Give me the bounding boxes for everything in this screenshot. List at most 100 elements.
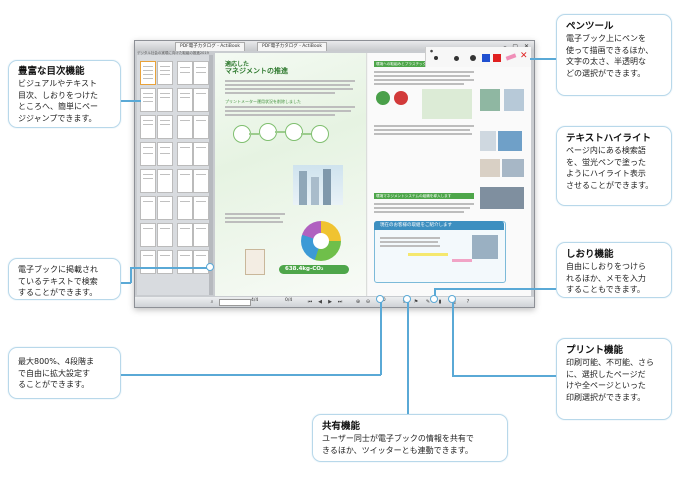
pen-tool-palette[interactable]: ● ✕ <box>425 47 531 67</box>
search-icon[interactable]: ⌕ <box>210 299 214 305</box>
zoom-out-icon[interactable]: ⊖ <box>365 299 371 305</box>
search-input[interactable] <box>219 299 251 306</box>
thumbnail[interactable] <box>140 142 156 166</box>
page-count: 0/4 <box>285 298 293 303</box>
thumbnail[interactable] <box>140 196 156 220</box>
thumbnail[interactable] <box>177 250 193 274</box>
thumbnail[interactable] <box>193 142 209 166</box>
pen-color-red[interactable] <box>493 54 501 62</box>
callout-toc: 豊富な目次機能 ビジュアルやテキスト目次、しおりをつけたところへ、簡単にページジ… <box>8 60 121 128</box>
eraser-icon[interactable] <box>505 53 517 61</box>
pen-size-option[interactable] <box>434 56 438 60</box>
thumbnail[interactable] <box>193 115 209 139</box>
thumbnail[interactable] <box>157 88 173 112</box>
thumbnail[interactable] <box>177 142 193 166</box>
connector <box>121 282 131 284</box>
connector <box>434 288 436 296</box>
connector <box>130 267 132 283</box>
connector <box>130 267 210 269</box>
callout-share: 共有機能 ユーザー同士が電子ブックの情報を共有できるほか、ツイッターとも連動でき… <box>312 414 508 462</box>
breadcrumb: デジタル社会の実現に向けた取組の推進2019 <box>137 51 209 55</box>
bottom-toolbar: ⌕ 4/4 0/4 ⏮ ◀ ▶ ⏭ ⊕ ⊖ 100 ⇪ ⚑ ✎ ▮ ⎙ ? <box>135 297 534 307</box>
pen-color-blue[interactable] <box>482 54 490 62</box>
pen-icon[interactable]: ✎ <box>425 299 431 305</box>
callout-search-body: 電子ブックに掲載されているテキストで検索することができます。 <box>18 265 98 297</box>
connector-dot <box>206 263 214 271</box>
pen-size-option[interactable] <box>454 56 459 61</box>
connector <box>452 300 454 376</box>
callout-zoom-body: 最大800%、4段階まで自由に拡大設定することができます。 <box>18 357 94 389</box>
thumbnail[interactable] <box>193 250 209 274</box>
thumbnail[interactable] <box>157 250 173 274</box>
thumbnail[interactable] <box>193 169 209 193</box>
connector-dot <box>430 295 438 303</box>
co2-stat: 638.4kg-CO₂ <box>285 266 324 272</box>
thumbnail[interactable] <box>157 223 173 247</box>
title-bar: PDF電子カタログ - ActiBook PDF電子カタログ - ActiBoo… <box>135 41 534 51</box>
thumbnail[interactable] <box>140 115 156 139</box>
connector-dot <box>403 295 411 303</box>
tab-2[interactable]: PDF電子カタログ - ActiBook <box>257 42 327 51</box>
thumbnail-panel[interactable] <box>137 55 209 295</box>
left-page-subheading: プリントメーター運用状況を削除しました <box>225 99 301 104</box>
thumbnail[interactable] <box>177 223 193 247</box>
thumbnail[interactable] <box>177 88 193 112</box>
callout-bookmark-body: 自由にしおりをつけられるほか、メモを入力することもできます。 <box>566 262 646 294</box>
callout-pen-title: ペンツール <box>566 21 614 32</box>
window-controls[interactable]: – ▢ ✕ <box>503 42 531 52</box>
right-page: 環境への取組みとプラスチックの削減を目指しています 環境マネジメントシステムの組… <box>368 53 531 296</box>
callout-zoom: 最大800%、4段階まで自由に拡大設定することができます。 <box>8 347 121 399</box>
thumbnail[interactable] <box>177 196 193 220</box>
connector <box>434 288 556 290</box>
zoom-in-icon[interactable]: ⊕ <box>355 299 361 305</box>
thumbnail[interactable] <box>157 142 173 166</box>
ebook-viewer-window: PDF電子カタログ - ActiBook PDF電子カタログ - ActiBoo… <box>134 40 535 308</box>
pen-close-icon[interactable]: ✕ <box>520 51 528 61</box>
connector <box>121 374 381 376</box>
thumbnail[interactable] <box>177 61 193 85</box>
thumbnail[interactable] <box>157 61 173 85</box>
first-page-icon[interactable]: ⏮ <box>307 299 313 305</box>
callout-highlight: テキストハイライト ページ内にある検索語を、蛍光ペンで塗ったようにハイライト表示… <box>556 126 672 206</box>
thumbnail[interactable] <box>157 169 173 193</box>
callout-bookmark-title: しおり機能 <box>566 249 614 260</box>
prev-page-icon[interactable]: ◀ <box>318 299 322 305</box>
highlight-icon[interactable]: ▮ <box>438 299 442 305</box>
callout-highlight-title: テキストハイライト <box>566 133 652 144</box>
right-page-heading: 環境への取組みとプラスチックの削減を目指しています <box>376 62 466 66</box>
right-box-title: 現在のお客様の取組をご紹介します <box>380 223 452 228</box>
thumbnail[interactable] <box>140 169 156 193</box>
callout-print-title: プリント機能 <box>566 345 624 356</box>
thumbnail[interactable] <box>140 88 156 112</box>
tab-1[interactable]: PDF電子カタログ - ActiBook <box>175 42 245 51</box>
connector <box>380 300 382 375</box>
callout-share-title: 共有機能 <box>322 421 361 432</box>
thumbnail[interactable] <box>193 61 209 85</box>
thumbnail[interactable] <box>140 61 156 85</box>
thumbnail[interactable] <box>193 88 209 112</box>
thumbnail[interactable] <box>177 115 193 139</box>
thumbnail[interactable] <box>193 196 209 220</box>
callout-pen-body: 電子ブック上にペンを使って描画できるほか、文字の太さ、半透明などの選択ができます… <box>566 34 654 78</box>
thumbnail[interactable] <box>140 223 156 247</box>
thumbnail[interactable] <box>157 196 173 220</box>
callout-bookmark: しおり機能 自由にしおりをつけられるほか、メモを入力することもできます。 <box>556 242 672 298</box>
callout-search: 電子ブックに掲載されているテキストで検索することができます。 <box>8 258 121 300</box>
thumbnail[interactable] <box>157 115 173 139</box>
bookmark-icon[interactable]: ⚑ <box>413 299 419 305</box>
last-page-icon[interactable]: ⏭ <box>337 299 343 305</box>
thumbnail[interactable] <box>140 250 156 274</box>
thumbnail[interactable] <box>177 169 193 193</box>
pen-width-label: ● <box>430 49 434 53</box>
left-page-heading: 適応した マネジメントの推進 <box>225 61 288 75</box>
page-input[interactable]: 4/4 <box>251 298 259 303</box>
callout-print-body: 印刷可能、不可能、さらに、選択したページだけや全ページといった印刷選択ができます… <box>566 358 654 402</box>
next-page-icon[interactable]: ▶ <box>328 299 332 305</box>
thumbnail[interactable] <box>193 223 209 247</box>
connector-dot <box>376 295 384 303</box>
pen-size-option[interactable] <box>470 55 476 61</box>
callout-share-body: ユーザー同士が電子ブックの情報を共有できるほか、ツイッターとも連動できます。 <box>322 434 474 455</box>
connector <box>452 375 556 377</box>
sidebar-tabs[interactable] <box>209 55 213 295</box>
help-icon[interactable]: ? <box>466 299 470 305</box>
